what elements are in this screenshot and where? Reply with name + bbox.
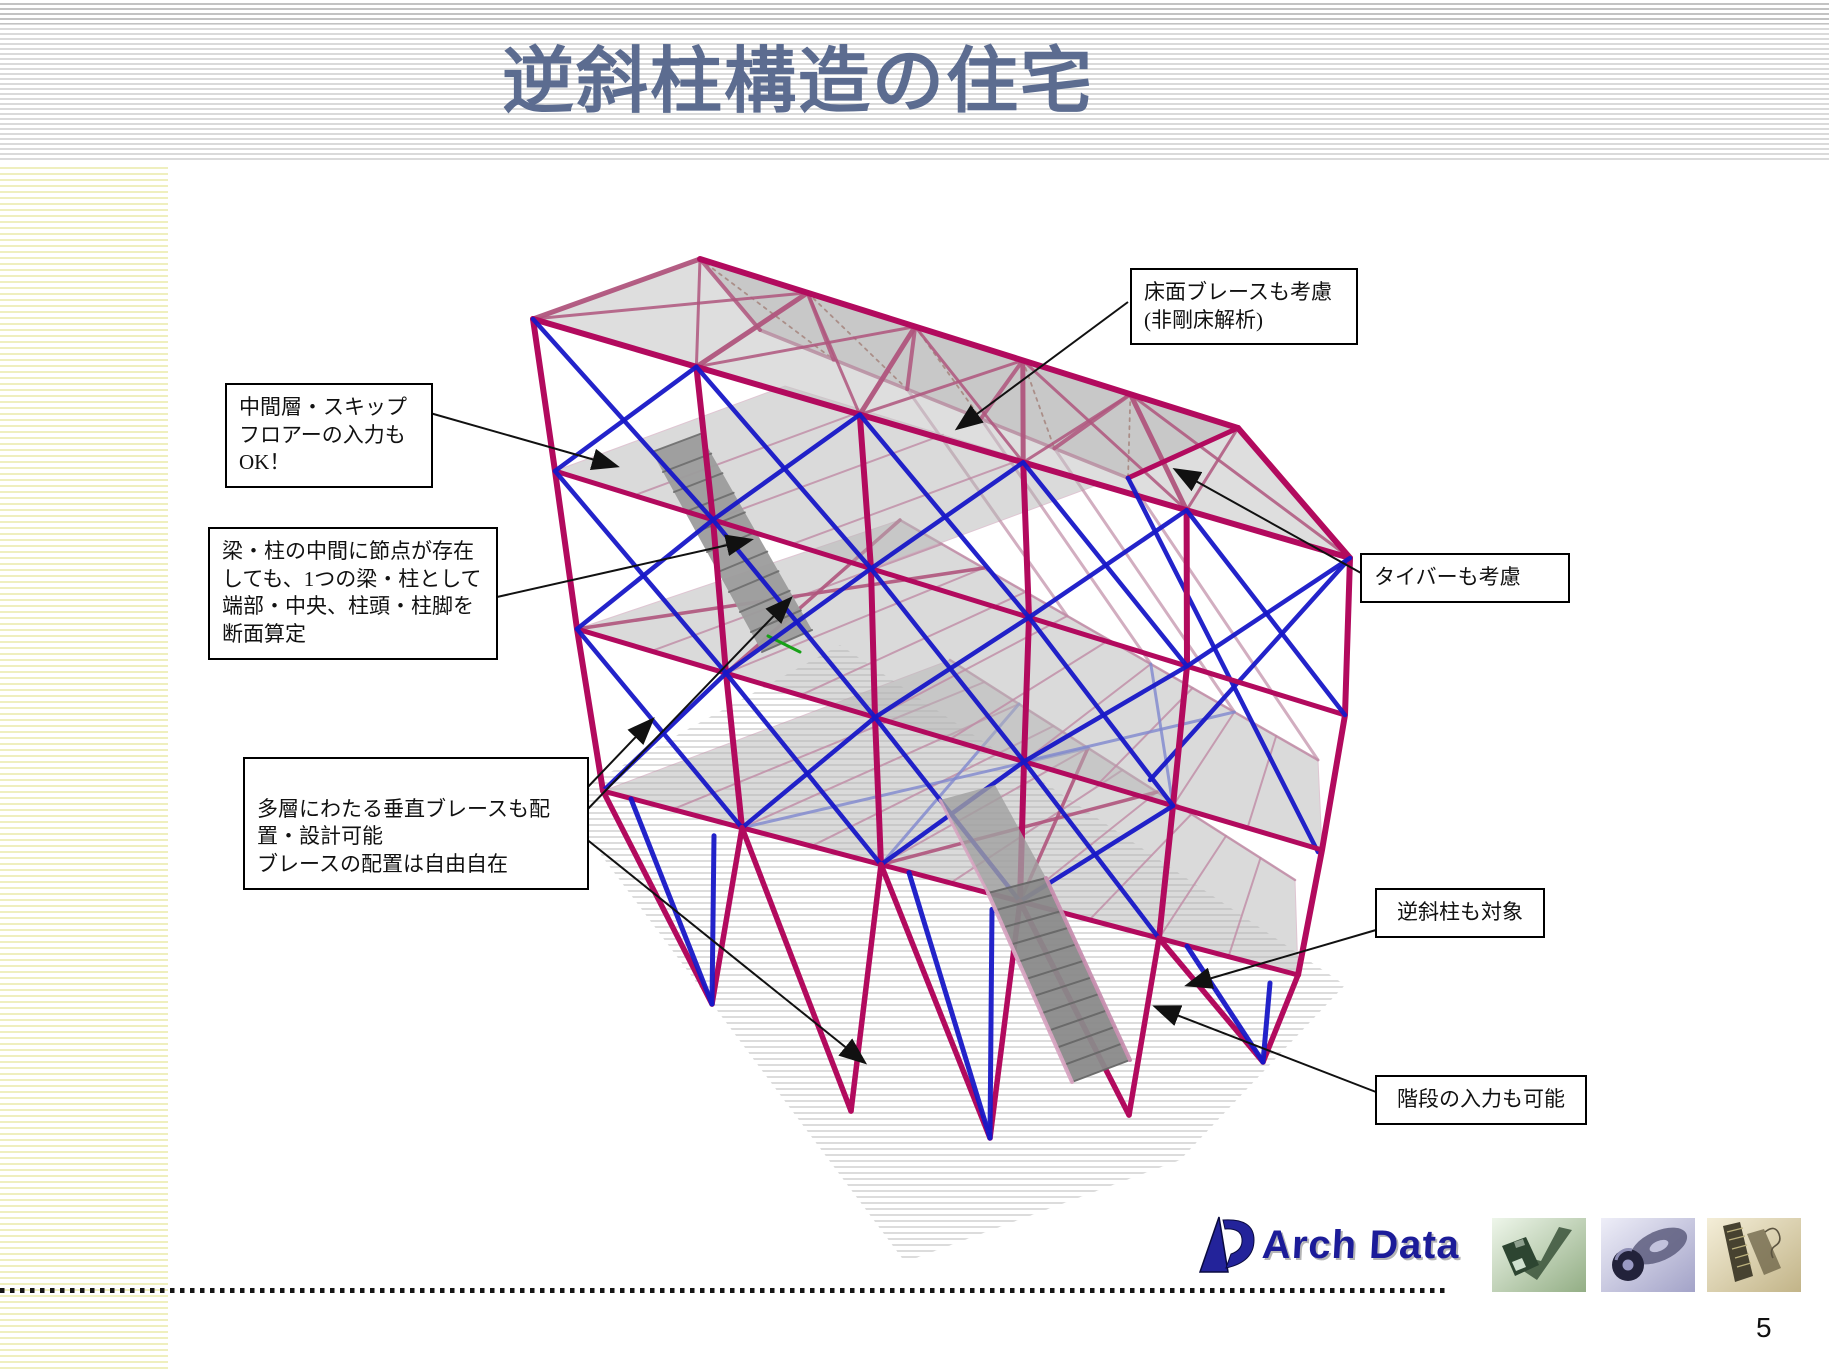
header-stripe-band	[0, 0, 1829, 163]
callout-floor-brace-text: 床面ブレースも考慮(非剛床解析)	[1144, 280, 1332, 332]
cd-disc-photo	[1601, 1218, 1695, 1292]
callout-multi-brace: 多層にわたる垂直ブレースも配置・設計可能 ブレースの配置は自由自在	[243, 757, 589, 890]
callout-skip-floor-text: 中間層・スキップフロアーの入力もOK！	[239, 395, 407, 475]
footer-dotted-divider	[0, 1288, 1446, 1293]
callout-floor-brace: 床面ブレースも考慮(非剛床解析)	[1130, 268, 1358, 346]
callout-reverse-column-text: 逆斜柱も対象	[1397, 900, 1523, 924]
keyboard-photo	[1707, 1218, 1801, 1292]
callout-skip-floor: 中間層・スキップフロアーの入力もOK！	[225, 383, 433, 489]
arch-data-logo: Arch Data	[1198, 1212, 1462, 1278]
page-title: 逆斜柱構造の住宅	[501, 42, 1095, 122]
callout-beam-column-text: 梁・柱の中間に節点が存在しても、1つの梁・柱として端部・中央、柱頭・柱脚を断面算…	[222, 539, 482, 647]
callout-stair-input: 階段の入力も可能	[1375, 1075, 1587, 1125]
callout-tie-bar-text: タイバーも考慮	[1374, 565, 1521, 589]
page-number: 5	[1756, 1312, 1772, 1343]
sidebar-stripe-band	[0, 163, 168, 1372]
arch-data-logo-text: Arch Data	[1260, 1222, 1462, 1267]
callout-multi-brace-text: 多層にわたる垂直ブレースも配置・設計可能 ブレースの配置は自由自在	[257, 796, 550, 877]
floppy-disk-photo	[1492, 1218, 1586, 1292]
callout-stair-input-text: 階段の入力も可能	[1397, 1087, 1565, 1111]
arch-data-logo-mark	[1198, 1216, 1255, 1273]
callout-reverse-column: 逆斜柱も対象	[1375, 888, 1545, 938]
callout-beam-column: 梁・柱の中間に節点が存在しても、1つの梁・柱として端部・中央、柱頭・柱脚を断面算…	[208, 527, 498, 660]
callout-tie-bar: タイバーも考慮	[1360, 553, 1570, 603]
